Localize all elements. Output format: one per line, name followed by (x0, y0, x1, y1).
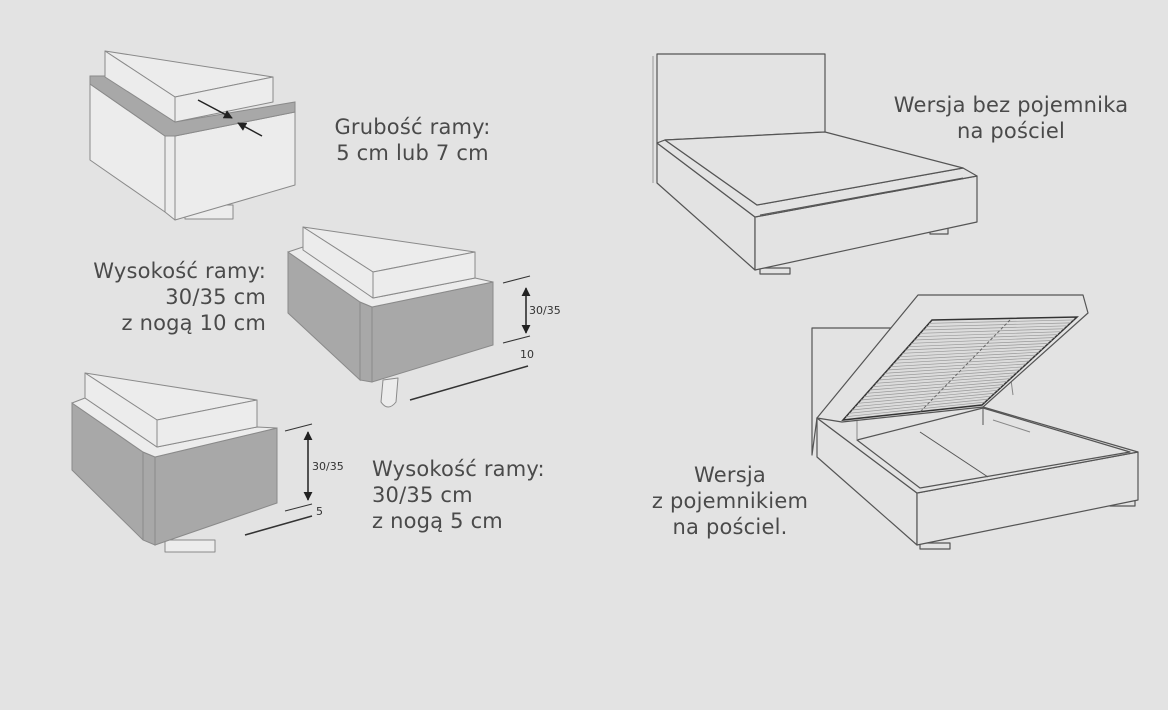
frame-height-leg5-illustration: 30/35 5 (71, 372, 344, 553)
slat (890, 357, 1033, 368)
frame-thickness-label: Grubość ramy: 5 cm lub 7 cm (325, 114, 500, 166)
slat (896, 351, 1040, 361)
arrow-icon (237, 122, 263, 137)
slat (869, 378, 1011, 391)
arrow-icon (197, 99, 233, 119)
slat (863, 384, 1005, 398)
slat (902, 345, 1046, 354)
slat (905, 343, 1049, 351)
slat (887, 360, 1030, 371)
slat (920, 328, 1065, 334)
slat (908, 340, 1052, 348)
bed-without-storage-line2: na pościel (956, 119, 1066, 143)
bed-without-storage-illustration (652, 53, 978, 275)
slat (866, 381, 1008, 394)
slat (857, 389, 998, 404)
bed-with-storage-illustration (811, 294, 1139, 550)
bed-without-storage-label: Wersja bez pojemnika na pościel (866, 92, 1156, 144)
frame-thickness-title: Grubość ramy: (334, 115, 491, 139)
slat (923, 325, 1068, 331)
slat (845, 401, 986, 418)
bed-without-storage-line1: Wersja bez pojemnika (893, 93, 1129, 117)
leg (380, 377, 399, 408)
dim-height-label: 30/35 (529, 304, 561, 317)
frame-height-value: 30/35 cm (165, 285, 266, 309)
slat (914, 334, 1059, 341)
slat (848, 398, 989, 414)
slat (878, 369, 1021, 381)
dim-leg-label: 10 (520, 348, 534, 361)
frame-height-value: 30/35 cm (372, 483, 473, 507)
frame-thickness-value: 5 cm lub 7 cm (336, 141, 489, 165)
frame-thickness-illustration (89, 50, 296, 221)
frame-height-title: Wysokość ramy: (93, 259, 266, 283)
frame-height-leg10-label: Wysokość ramy: 30/35 cm z nogą 10 cm (40, 258, 266, 336)
slat (929, 319, 1074, 324)
slat (860, 387, 1002, 401)
slat (917, 331, 1062, 338)
slat (854, 392, 995, 408)
frame-height-leg5-label: Wysokość ramy: 30/35 cm z nogą 5 cm (372, 456, 602, 534)
frame-height-title: Wysokość ramy: (372, 457, 545, 481)
slat (926, 322, 1071, 328)
dim-height-label: 30/35 (312, 460, 344, 473)
slat (884, 363, 1027, 374)
slat (881, 366, 1024, 378)
slat (893, 354, 1036, 364)
bed-with-storage-label: Wersja z pojemnikiem na pościel. (630, 462, 830, 540)
bed-with-storage-line1: Wersja (694, 463, 766, 487)
bed-with-storage-line3: na pościel. (672, 515, 788, 539)
slat (911, 337, 1055, 344)
dim-leg-label: 5 (316, 505, 323, 518)
slat (851, 395, 992, 411)
slat (899, 348, 1043, 358)
bed-with-storage-line2: z pojemnikiem (651, 489, 809, 513)
frame-height-leg10-illustration: 30/35 10 (287, 226, 561, 408)
slat (872, 375, 1014, 388)
frame-height-note: z nogą 10 cm (121, 311, 266, 335)
frame-height-note: z nogą 5 cm (372, 509, 503, 533)
slat (875, 372, 1017, 384)
